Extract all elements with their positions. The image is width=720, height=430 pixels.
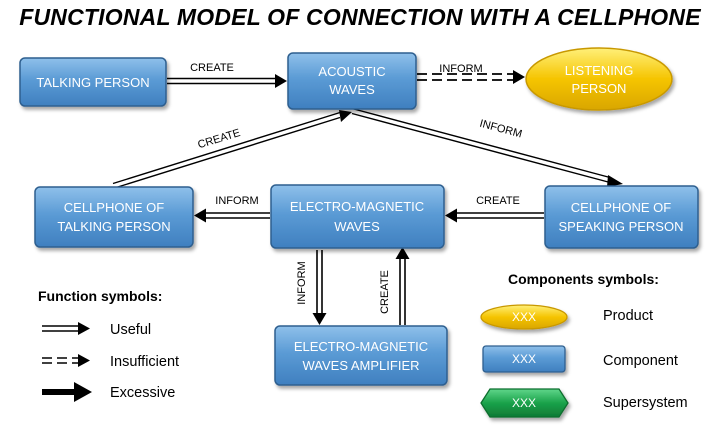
- node-cellphone-talking-person: CELLPHONE OF TALKING PERSON: [34, 186, 194, 248]
- node-label: WAVES: [334, 219, 380, 234]
- edge-label-inform-3: INFORM: [215, 195, 258, 207]
- node-cellphone-speaking-person: CELLPHONE OF SPEAKING PERSON: [544, 185, 699, 249]
- node-acoustic-waves: ACOUSTIC WAVES: [287, 52, 417, 110]
- product-symbol: XXX: [480, 304, 568, 330]
- symbol-label: XXX: [512, 352, 536, 366]
- symbol-label: XXX: [512, 310, 536, 324]
- edge-acoustic-to-listening: [417, 70, 525, 84]
- edge-label-create-4: CREATE: [379, 270, 391, 314]
- insufficient-arrow-symbol: [42, 354, 90, 367]
- legend-useful-label: Useful: [110, 322, 151, 338]
- edge-label-inform-4: INFORM: [296, 261, 308, 304]
- legend-product-label: Product: [603, 308, 653, 324]
- node-label: TALKING PERSON: [36, 75, 149, 90]
- edge-label-create-3: CREATE: [476, 195, 520, 207]
- edge-label-inform-2: INFORM: [478, 118, 523, 141]
- node-label: ELECTRO-MAGNETIC: [290, 199, 424, 214]
- node-label: PERSON: [572, 81, 627, 96]
- useful-arrow-symbol: [42, 322, 90, 335]
- node-label: CELLPHONE OF: [571, 200, 671, 215]
- function-symbols-heading: Function symbols:: [38, 288, 162, 304]
- supersystem-symbol: XXX: [480, 388, 569, 418]
- legend-component-label: Component: [603, 353, 678, 369]
- edge-label-create-2: CREATE: [196, 127, 241, 151]
- edge-em-to-cellphone: [194, 208, 270, 223]
- node-label: ACOUSTIC: [318, 64, 385, 79]
- edge-speaking-to-em: [445, 208, 544, 223]
- component-symbol: XXX: [482, 345, 566, 373]
- edge-cellphone-to-acoustic: [112, 110, 352, 190]
- node-em-amplifier: ELECTRO-MAGNETIC WAVES AMPLIFIER: [274, 325, 448, 386]
- diagram-title: FUNCTIONAL MODEL OF CONNECTION WITH A CE…: [19, 4, 701, 30]
- node-label: CELLPHONE OF: [64, 200, 164, 215]
- node-em-waves: ELECTRO-MAGNETIC WAVES: [270, 184, 445, 249]
- components-symbols-heading: Components symbols:: [508, 271, 659, 287]
- legend-excessive-label: Excessive: [110, 385, 175, 401]
- edge-talking-to-acoustic: [167, 74, 287, 88]
- symbol-label: XXX: [512, 396, 536, 410]
- edge-label-inform-1: INFORM: [439, 63, 482, 75]
- node-label: WAVES: [329, 82, 375, 97]
- legend-insufficient-label: Insufficient: [110, 354, 179, 370]
- excessive-arrow-symbol: [42, 382, 92, 402]
- edge-acoustic-to-speaking: [351, 107, 623, 187]
- node-listening-person-product: LISTENING PERSON: [525, 47, 673, 111]
- edge-amplifier-to-em: [395, 247, 410, 325]
- node-label: TALKING PERSON: [57, 219, 170, 234]
- edge-em-to-amplifier: [312, 250, 327, 325]
- node-talking-person: TALKING PERSON: [19, 57, 167, 107]
- node-label: WAVES AMPLIFIER: [302, 358, 419, 373]
- node-label: LISTENING: [565, 63, 634, 78]
- node-label: SPEAKING PERSON: [559, 219, 684, 234]
- legend-supersystem-label: Supersystem: [603, 395, 688, 411]
- edge-label-create-1: CREATE: [190, 62, 234, 74]
- node-label: ELECTRO-MAGNETIC: [294, 339, 428, 354]
